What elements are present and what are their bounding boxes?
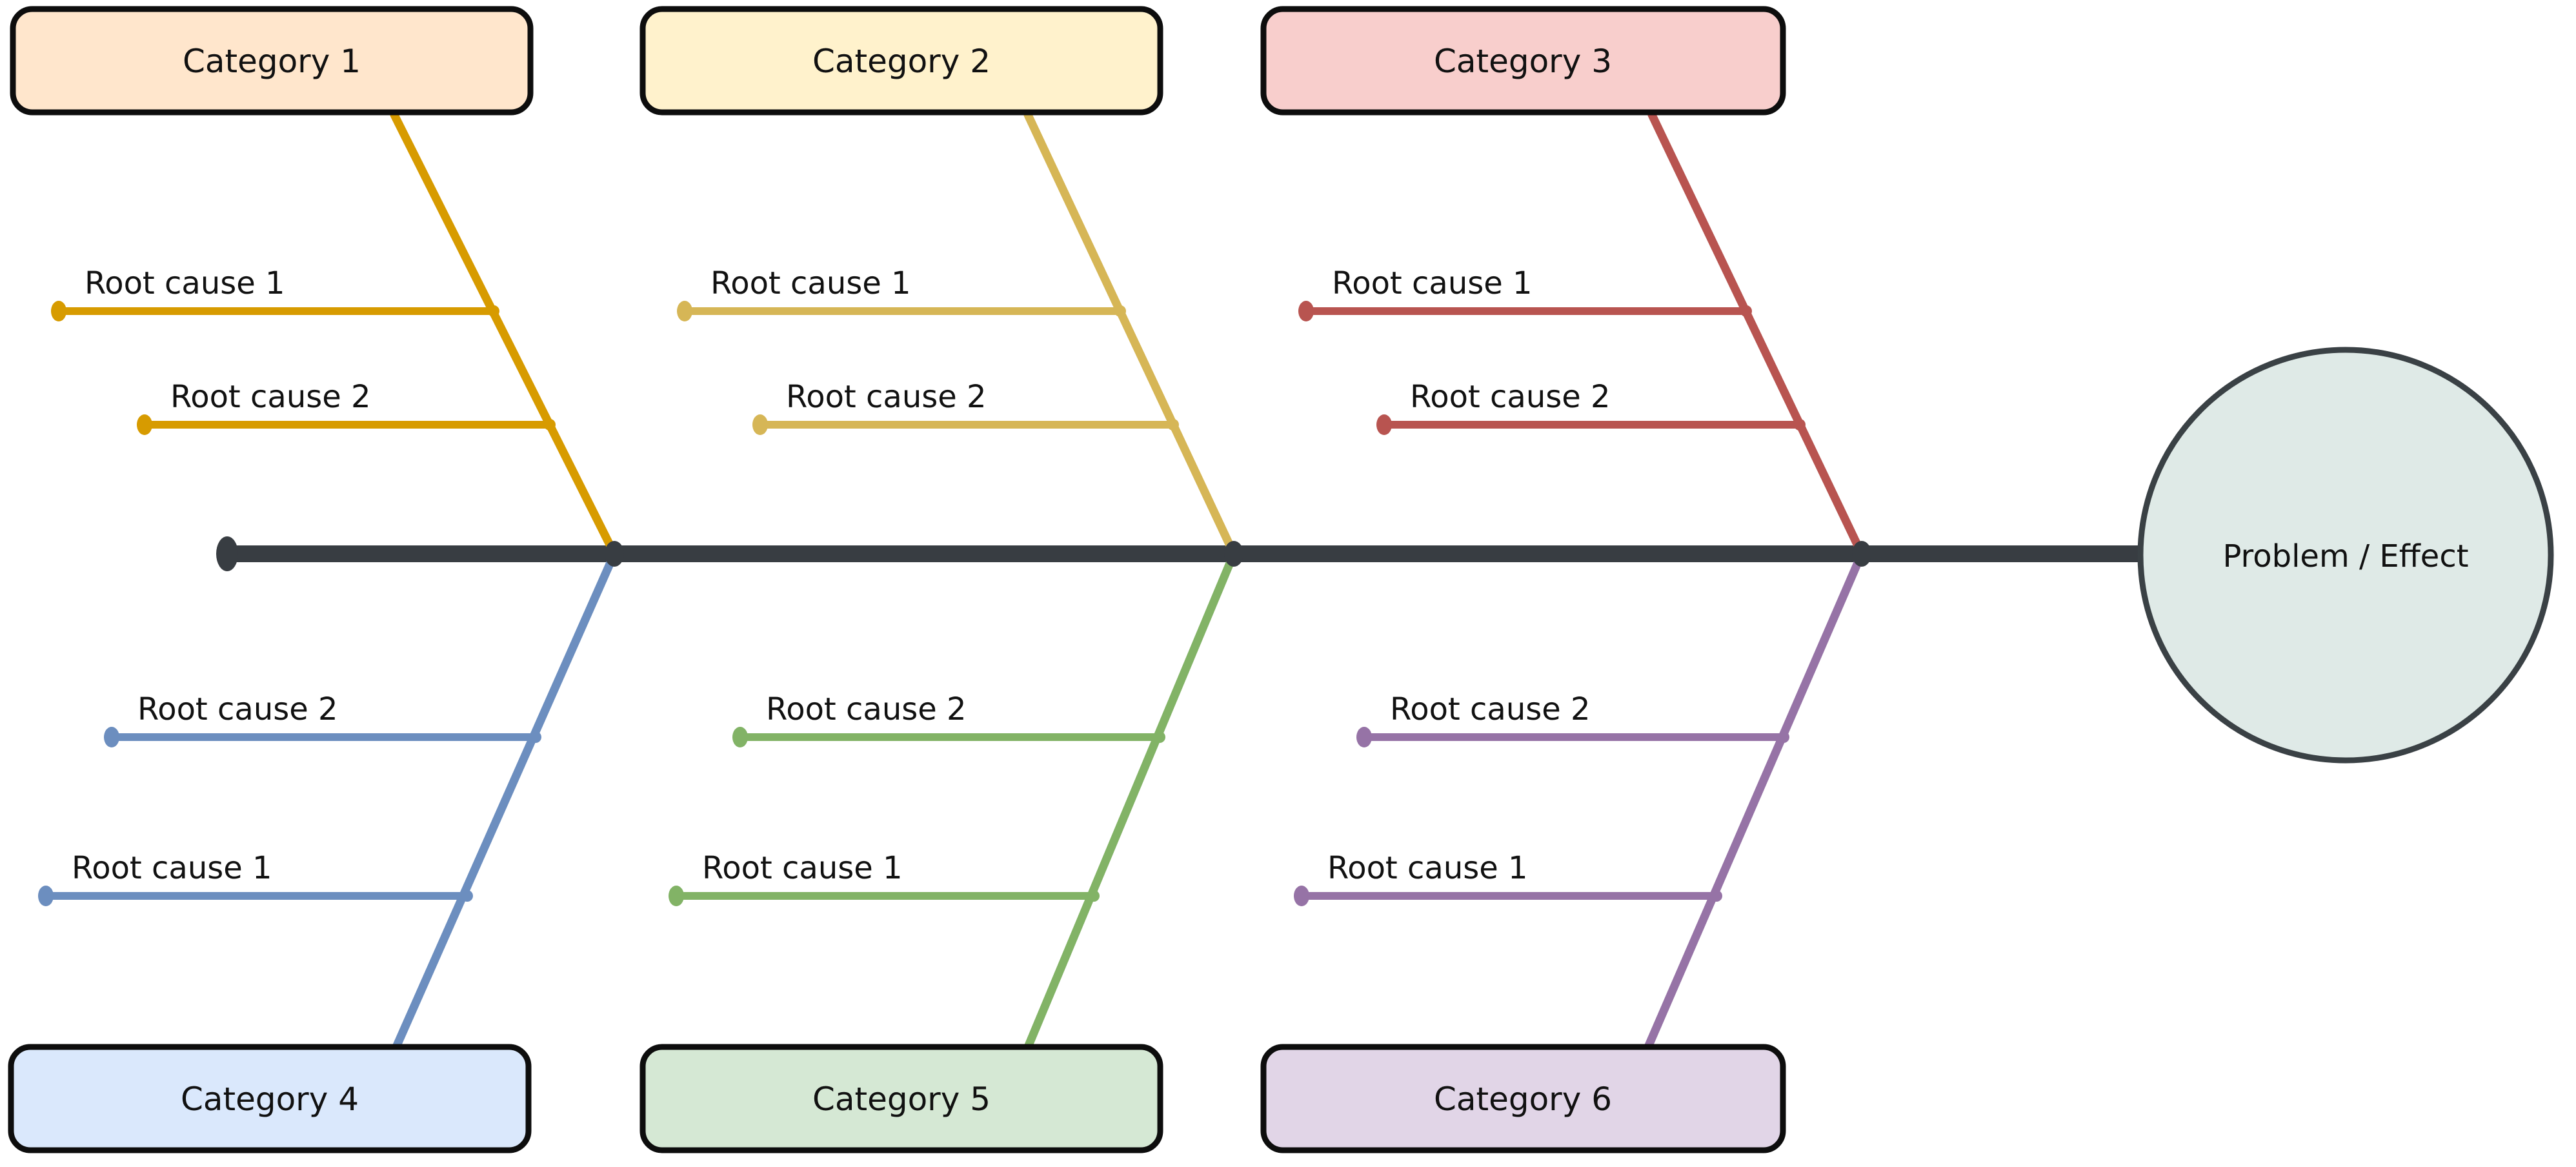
category-3-cause-1-joint-dot	[1740, 305, 1752, 317]
category-3-cause-2-label: Root cause 2	[1410, 379, 1611, 415]
category-4-cause-1-label: Root cause 1	[72, 850, 272, 886]
category-4-cause-2-joint-dot	[530, 731, 541, 743]
category-2-cause-2-joint-dot	[1167, 419, 1179, 431]
category-1-cause-1-label: Root cause 1	[85, 265, 285, 301]
problem-effect-circle	[2137, 347, 2554, 764]
category-5-cause-1-label: Root cause 1	[702, 850, 903, 886]
category-5-bone	[1023, 549, 1238, 1051]
spine-junction-dot-1	[605, 541, 624, 567]
category-1-cause-2-joint-dot	[544, 419, 556, 431]
category-6-label: Category 6	[1434, 1081, 1612, 1118]
category-1-cause-2-label: Root cause 2	[170, 379, 371, 415]
category-6-cause-2-joint-dot	[1778, 731, 1789, 743]
category-5-cause-1-joint-dot	[1088, 890, 1100, 902]
category-4-cause-1-endpoint-dot	[38, 886, 54, 906]
category-5-label: Category 5	[812, 1081, 991, 1118]
category-2-cause-1-joint-dot	[1114, 305, 1126, 317]
category-1-cause-1-endpoint-dot	[51, 301, 66, 321]
category-1-box	[10, 6, 534, 116]
category-5-cause-2-endpoint-dot	[732, 727, 748, 747]
category-3-bone	[1647, 110, 1866, 558]
category-6-cause-2-label: Root cause 2	[1390, 691, 1591, 727]
category-5-cause-1-endpoint-dot	[669, 886, 684, 906]
category-6-cause-1-endpoint-dot	[1294, 886, 1309, 906]
category-1-bone	[390, 110, 619, 558]
category-3-cause-2-endpoint-dot	[1376, 414, 1392, 435]
category-4-cause-2-endpoint-dot	[104, 727, 119, 747]
category-3-cause-1-label: Root cause 1	[1332, 265, 1533, 301]
category-6-cause-2-endpoint-dot	[1356, 727, 1372, 747]
category-2-cause-1-endpoint-dot	[677, 301, 692, 321]
category-4-bone	[392, 549, 619, 1051]
category-2-bone	[1023, 110, 1238, 558]
category-5-cause-2-joint-dot	[1154, 731, 1165, 743]
category-3-cause-2-joint-dot	[1794, 419, 1806, 431]
category-6-cause-1-joint-dot	[1711, 890, 1722, 902]
problem-effect-label: Problem / Effect	[2222, 538, 2468, 574]
category-1-label: Category 1	[183, 43, 361, 80]
category-2-box	[639, 6, 1163, 116]
category-1-cause-1-joint-dot	[488, 305, 499, 317]
category-4-cause-1-joint-dot	[461, 890, 473, 902]
category-2-cause-2-label: Root cause 2	[786, 379, 987, 415]
category-5-box	[639, 1044, 1163, 1153]
category-6-bone	[1644, 549, 1866, 1051]
category-6-box	[1260, 1044, 1786, 1153]
category-2-cause-2-endpoint-dot	[752, 414, 768, 435]
category-3-label: Category 3	[1434, 43, 1612, 80]
category-4-label: Category 4	[181, 1081, 359, 1118]
category-1-cause-2-endpoint-dot	[137, 414, 152, 435]
category-6-cause-1-label: Root cause 1	[1327, 850, 1528, 886]
category-5-cause-2-label: Root cause 2	[766, 691, 967, 727]
category-2-cause-1-label: Root cause 1	[710, 265, 911, 301]
category-2-label: Category 2	[812, 43, 991, 80]
category-3-box	[1260, 6, 1786, 116]
category-4-cause-2-label: Root cause 2	[137, 691, 338, 727]
category-3-cause-1-endpoint-dot	[1298, 301, 1314, 321]
category-4-box	[8, 1044, 532, 1153]
spine-junction-dot-2	[1224, 541, 1243, 567]
spine-start-cap	[216, 536, 238, 571]
spine-junction-dot-3	[1852, 541, 1871, 567]
